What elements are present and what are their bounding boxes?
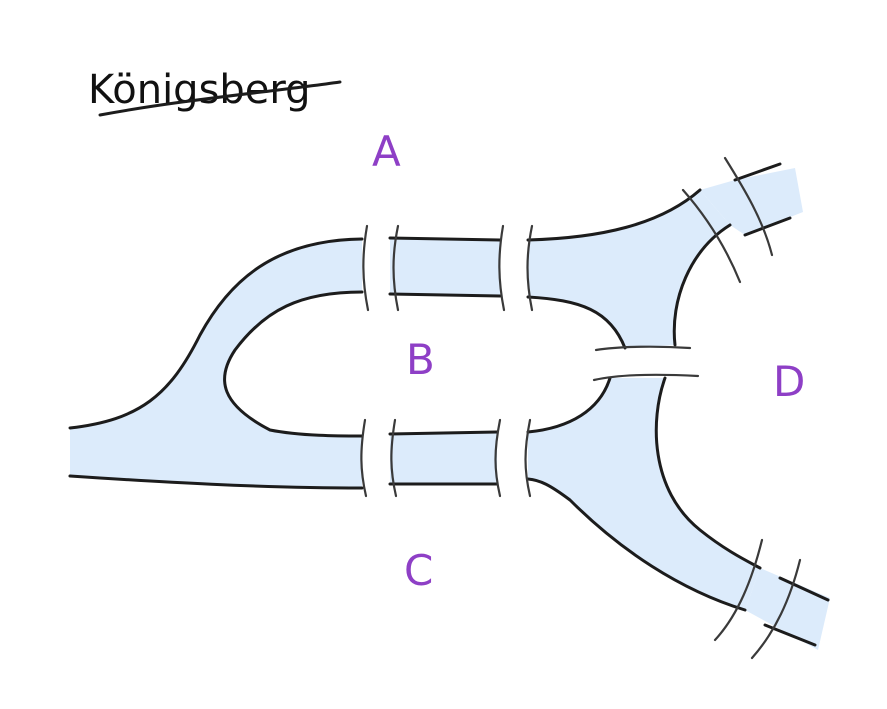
bridge-north-east-right [526, 224, 534, 312]
bridge-southeast-left [713, 538, 764, 642]
bank-west-outer-north [68, 237, 364, 430]
river-north-channel [390, 238, 500, 296]
bridge-south-west-right [390, 418, 398, 498]
bridge-middle-bottom [592, 373, 700, 382]
bank-east-upper-outer [526, 188, 702, 242]
river-south-channel [390, 432, 497, 484]
landmass-label-d: D [773, 357, 805, 406]
bridge-south-east-right [524, 418, 532, 498]
bridge-south-west-left [360, 418, 368, 498]
bridge-north-west-right [392, 224, 400, 312]
bridge-northeast-right [723, 156, 774, 257]
bridge-north-east-left [498, 224, 506, 312]
bridges [360, 156, 802, 660]
bank-east-lower-outer [526, 477, 747, 612]
bridge-northeast-left [681, 188, 742, 284]
bank-west-inner [223, 290, 364, 438]
bank-east-upper-inner [526, 295, 627, 350]
landmass-label-a: A [372, 127, 401, 176]
river-east-upper [528, 190, 730, 348]
bridge-north-west-left [362, 224, 370, 312]
river-east-lower [528, 378, 760, 610]
bank-east-lower-right [654, 376, 762, 570]
landmass-labels: A B C D [372, 127, 805, 595]
bank-south-channel-top [388, 430, 499, 436]
bank-east-lower-inner [526, 376, 612, 434]
bank-northeast-outlet-top [733, 162, 782, 182]
bridge-southeast-right [750, 558, 802, 660]
landmass-label-b: B [406, 335, 435, 384]
landmass-label-c: C [404, 546, 433, 595]
river-southeast-outlet [745, 568, 830, 650]
bank-southeast-outlet-top [778, 576, 830, 602]
bridge-middle-top [594, 345, 692, 352]
title-underline [98, 80, 342, 117]
bridge-south-east-left [494, 418, 502, 498]
river-west-branch [70, 239, 362, 488]
bank-northeast-outlet-bottom [743, 216, 792, 237]
bank-north-channel-top [388, 236, 502, 242]
bank-north-channel-bottom [388, 292, 502, 298]
bank-west-outer-south [68, 474, 364, 490]
